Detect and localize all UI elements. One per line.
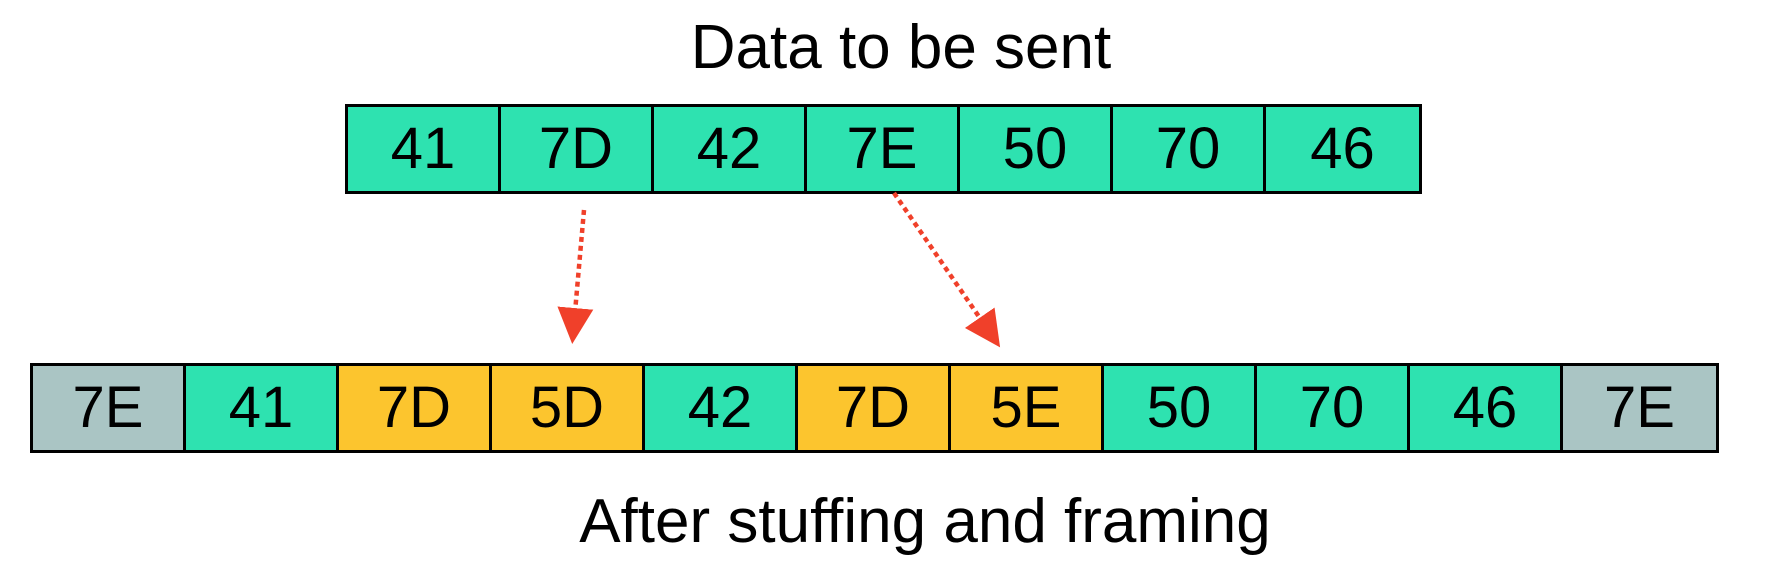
stuffed-frame-title: After stuffing and framing bbox=[579, 487, 1271, 556]
original-data-row: 41 7D 42 7E 50 70 46 bbox=[345, 104, 1422, 194]
data-byte-cell: 41 bbox=[348, 107, 501, 191]
data-byte-cell: 7D bbox=[501, 107, 654, 191]
frame-flag-cell: 7E bbox=[33, 366, 186, 450]
data-byte-cell: 50 bbox=[960, 107, 1113, 191]
data-byte-cell: 46 bbox=[1410, 366, 1563, 450]
escape-7d-arrow bbox=[557, 209, 594, 344]
escaped-byte-cell: 5E bbox=[951, 366, 1104, 450]
stuffed-frame-row: 7E 41 7D 5D 42 7D 5E 50 70 46 7E bbox=[30, 363, 1719, 453]
data-byte-cell: 42 bbox=[654, 107, 807, 191]
data-byte-cell: 41 bbox=[186, 366, 339, 450]
data-to-send-title: Data to be sent bbox=[690, 13, 1112, 82]
data-byte-cell: 7E bbox=[807, 107, 960, 191]
escape-byte-cell: 7D bbox=[339, 366, 492, 450]
escape-byte-cell: 7D bbox=[798, 366, 951, 450]
escape-7e-arrow bbox=[892, 191, 1001, 348]
data-byte-cell: 46 bbox=[1266, 107, 1419, 191]
data-byte-cell: 70 bbox=[1113, 107, 1266, 191]
data-byte-cell: 42 bbox=[645, 366, 798, 450]
frame-flag-cell: 7E bbox=[1563, 366, 1716, 450]
data-byte-cell: 70 bbox=[1257, 366, 1410, 450]
data-byte-cell: 50 bbox=[1104, 366, 1257, 450]
escaped-byte-cell: 5D bbox=[492, 366, 645, 450]
